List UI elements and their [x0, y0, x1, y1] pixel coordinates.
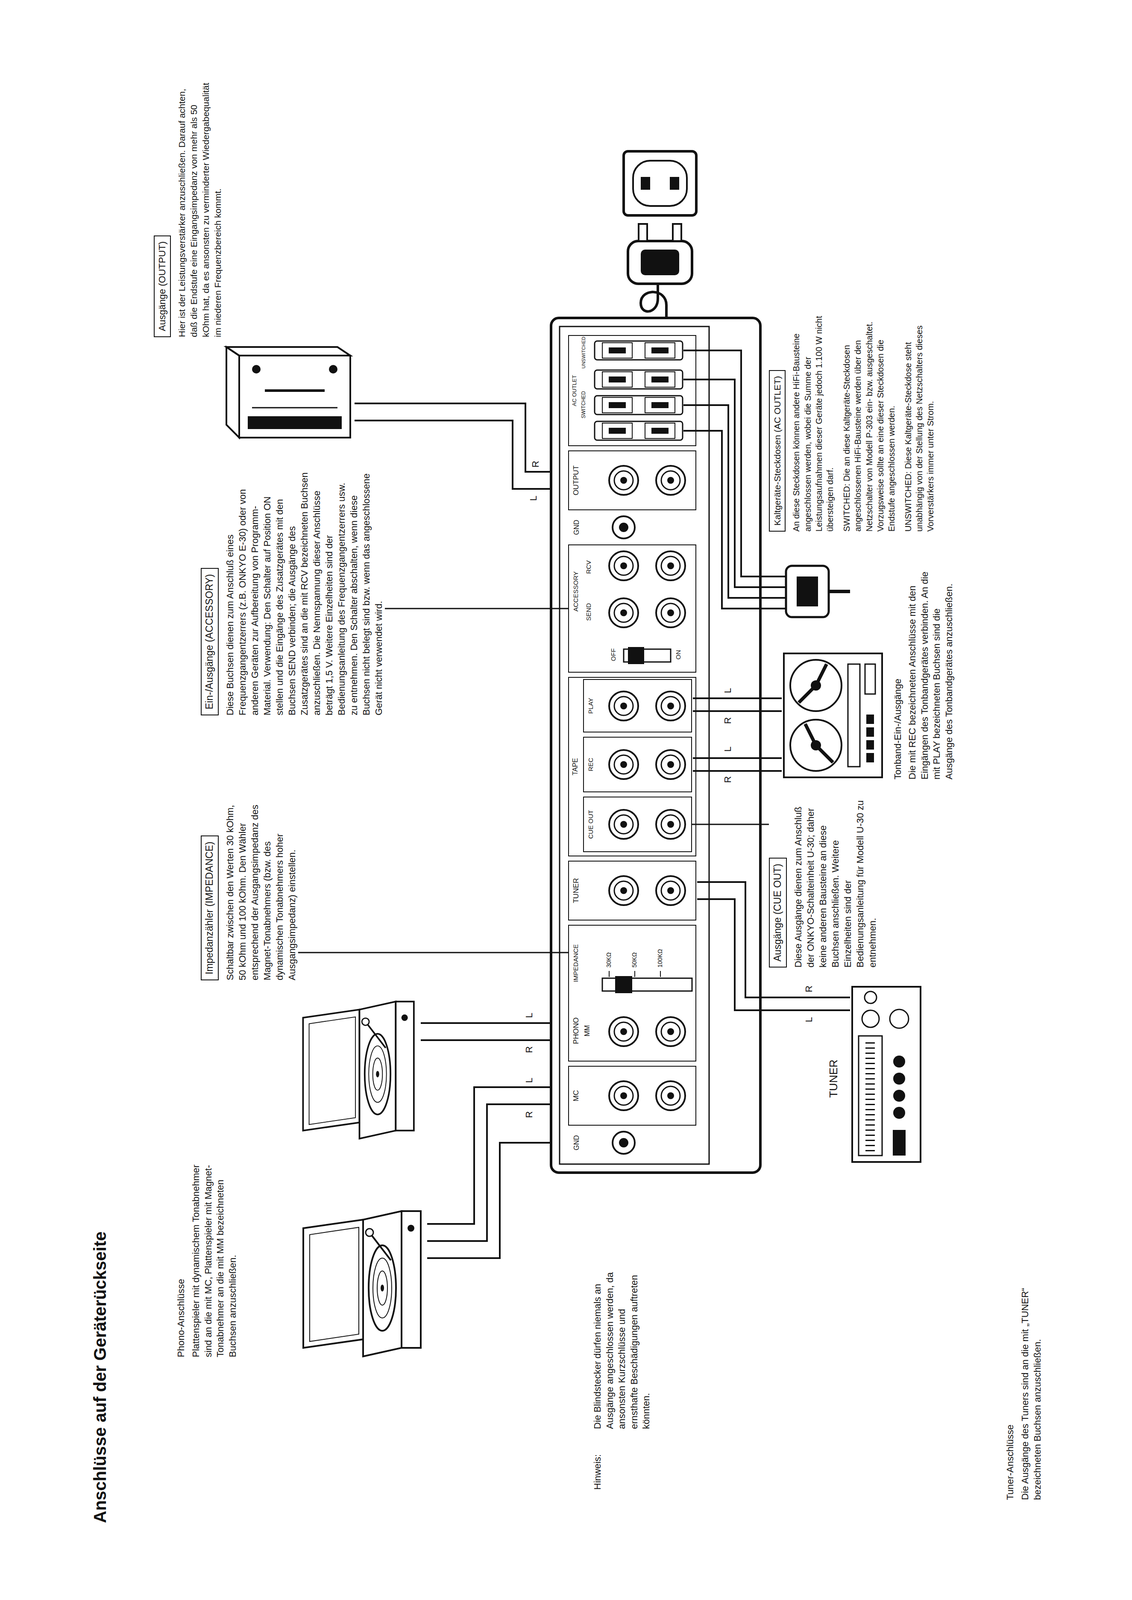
tape-recorder	[783, 653, 883, 778]
callout-box: Impedanzähler (IMPEDANCE)Schaltbar zwisc…	[200, 791, 299, 980]
section-label: MC	[572, 1066, 581, 1125]
panel-section: ACCESSORY SENDRCV OFF ON	[568, 544, 697, 673]
callout-text: UNSWITCHED: Diese Kaltgeräte-Steckdose s…	[902, 309, 937, 532]
channel-label: GND	[572, 1129, 582, 1156]
ground-terminals	[612, 516, 635, 1154]
appliance-plug	[785, 565, 851, 617]
ac-outlets	[594, 340, 683, 440]
callout-heading: Ein-/Ausgänge (ACCESSORY)	[200, 567, 219, 716]
callout-box: Ein-/Ausgänge (ACCESSORY)Diese Buchsen d…	[200, 471, 385, 716]
section-label: PLAY	[587, 679, 595, 732]
leader-line	[692, 823, 769, 825]
section-label: PHONO	[572, 1000, 581, 1061]
callout-box: Ausgänge (OUTPUT)Hier ist der Leistungsv…	[153, 80, 224, 338]
section-sublabel: ON	[674, 637, 683, 672]
callout-text: SWITCHED: Die an diese Kaltgeräte-Steckd…	[841, 309, 898, 532]
leader-line	[384, 607, 569, 610]
channel-label: L	[523, 1077, 536, 1083]
wall-socket	[623, 151, 697, 216]
callout-text: Hier ist der Leistungsverstärker anzusch…	[175, 80, 224, 338]
channel-label: L	[721, 746, 735, 752]
callout-text: Schaltbar zwischen den Werten 30 kOhm, 5…	[223, 791, 299, 980]
channel-label: R	[523, 1110, 536, 1118]
section-label: ACCESSORY	[572, 545, 580, 638]
channel-label: L	[803, 1016, 816, 1022]
channel-label: R	[523, 1045, 536, 1053]
channel-label: L	[721, 687, 735, 693]
signal-cables	[354, 350, 851, 1258]
note-heading: Phono-Anschlüsse	[175, 1278, 188, 1357]
section-sublabel: SEND	[585, 588, 593, 636]
channel-label: L	[527, 495, 540, 501]
callout-heading: Ausgänge (OUTPUT)	[153, 235, 171, 338]
panel-section: TAPE CUE OUT REC PLAY	[568, 676, 697, 857]
section-label: TUNER	[572, 861, 581, 920]
note-heading: Tuner-Anschlüsse	[1004, 1424, 1017, 1500]
panel-section: OUTPUT	[568, 450, 697, 511]
accessory-switch	[623, 646, 671, 664]
note-heading: Hinweis:	[591, 1453, 605, 1490]
section-sublabel: UNSWITCHED	[580, 335, 587, 370]
section-sublabel: 50KΩ	[631, 952, 638, 968]
panel-section: PLAY	[583, 678, 693, 733]
channel-label: R	[721, 775, 735, 783]
callout-box: Kaltgeräte-Steckdosen (AC OUTLET)An dies…	[768, 309, 937, 532]
turntables	[302, 1001, 421, 1356]
callout-text: Diese Ausgänge dienen zum Anschluß der O…	[791, 796, 879, 968]
section-sublabel: OFF	[609, 637, 618, 672]
callout-box: Ausgänge (CUE OUT)Diese Ausgänge dienen …	[768, 796, 879, 968]
section-label: OUTPUT	[572, 451, 581, 510]
panel-section: CUE OUT	[583, 796, 693, 852]
power-amplifier	[226, 346, 351, 438]
diagram-title: Anschlüsse auf der Geräterückseite	[90, 1230, 110, 1523]
channel-label: R	[721, 716, 735, 724]
panel-section: MC	[568, 1065, 697, 1126]
channel-label: GND	[572, 514, 582, 540]
leader-line	[298, 951, 569, 954]
section-sublabel: MM	[583, 1000, 592, 1061]
callout-heading: Impedanzähler (IMPEDANCE)	[200, 835, 219, 980]
note-text: Die Ausgänge des Tuners sind an die mit …	[1019, 1277, 1044, 1500]
section-sublabel: RCV	[585, 545, 593, 589]
callout-heading: Ausgänge (CUE OUT)	[768, 857, 787, 968]
rca-jacks	[609, 465, 686, 1110]
section-label: CUE OUT	[587, 797, 595, 851]
tuner-device	[852, 986, 921, 1162]
section-sublabel: IMPEDANCE	[572, 925, 580, 1001]
panel-section: PHONOMMIMPEDANCE 30KΩ 50KΩ 100KΩ	[568, 924, 697, 1062]
impedance-switch	[602, 970, 693, 993]
channel-label: R	[529, 460, 543, 468]
channel-label: L	[523, 1012, 536, 1018]
mains-plug	[627, 223, 693, 284]
note-heading: Tonband-Ein-/Ausgänge	[891, 678, 905, 780]
section-sublabel: 30KΩ	[605, 952, 613, 968]
section-label: TAPE	[571, 677, 580, 856]
note-text: Plattenspieler mit dynamischem Tonabnehm…	[190, 1155, 239, 1357]
note-text: Die Blindstecker dürfen niemals an Ausgä…	[591, 1266, 653, 1429]
panel-section: REC	[583, 736, 693, 792]
callout-heading: Kaltgeräte-Steckdosen (AC OUTLET)	[768, 369, 786, 532]
panel-section: TUNER	[568, 860, 697, 921]
note-text: Die mit REC bezeichneten Anschlüsse mit …	[906, 565, 956, 780]
section-sublabel: 100KΩ	[656, 948, 664, 968]
note-text: TUNER	[826, 1048, 842, 1109]
section-sublabel: SWITCHED	[580, 363, 587, 446]
callout-text: An diese Steckdosen können andere HiFi-B…	[790, 309, 836, 532]
section-label: REC	[587, 737, 595, 792]
panel-section: AC OUTLETSWITCHEDUNSWITCHED	[568, 334, 697, 446]
power-cord	[640, 283, 667, 318]
channel-label: R	[803, 985, 816, 992]
section-label: AC OUTLET	[571, 335, 578, 446]
callout-text: Diese Buchsen dienen zum Anschluß eines …	[223, 471, 385, 716]
